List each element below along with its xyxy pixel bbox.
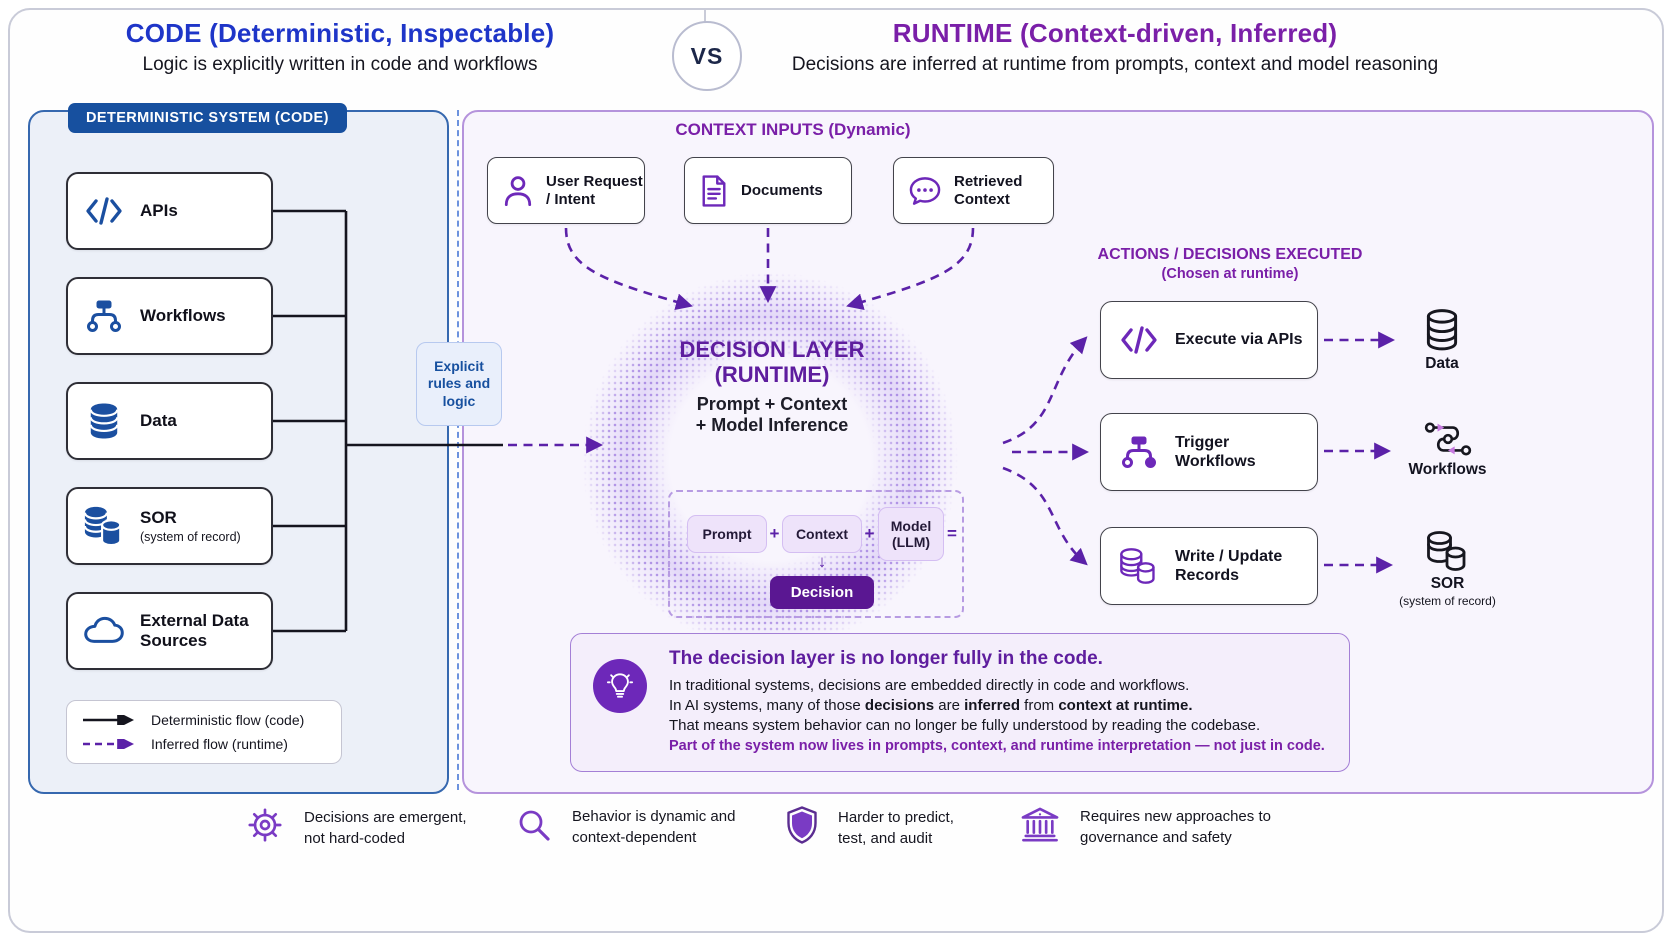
action-label: Trigger Workflows xyxy=(1175,433,1256,470)
model-llm-chip: Model (LLM) xyxy=(878,507,944,561)
code-title: CODE (Deterministic, Inspectable) xyxy=(125,18,555,48)
input-documents: Documents xyxy=(684,157,852,224)
target-label: SOR xyxy=(1430,575,1465,592)
footer-label: Harder to predict, test, and audit xyxy=(838,808,954,847)
flow-legend: Deterministic flow (code) Inferred flow … xyxy=(66,700,342,764)
target-label: Workflows xyxy=(1408,461,1487,478)
footer-label: Behavior is dynamic and context-dependen… xyxy=(572,808,736,846)
code-subtitle: Logic is explicitly written in code and … xyxy=(142,54,538,75)
document-icon xyxy=(698,174,730,208)
equals-sign: = xyxy=(947,524,957,543)
gear-icon xyxy=(246,806,284,849)
node-label: External Data Sources xyxy=(140,611,249,650)
person-icon xyxy=(501,175,535,207)
header-right: RUNTIME (Context-driven, Inferred) Decis… xyxy=(770,18,1460,76)
database-stack-icon xyxy=(1116,547,1162,585)
input-label: Retrieved Context xyxy=(954,172,1023,208)
database-stack-outline-icon xyxy=(1395,530,1500,572)
node-label: SOR xyxy=(140,508,177,528)
node-external-data-sources: External Data Sources xyxy=(66,592,273,670)
lightbulb-icon xyxy=(593,659,647,713)
action-trigger-workflows: Trigger Workflows xyxy=(1100,413,1318,491)
callout-line1: In traditional systems, decisions are em… xyxy=(669,677,1190,694)
legend-label: Deterministic flow (code) xyxy=(151,712,305,729)
node-sublabel: (system of record) xyxy=(140,529,241,544)
code-icon xyxy=(1116,325,1162,355)
deterministic-system-badge: DETERMINISTIC SYSTEM (CODE) xyxy=(68,103,347,133)
action-write-update-records: Write / Update Records xyxy=(1100,527,1318,605)
header-left: CODE (Deterministic, Inspectable) Logic … xyxy=(120,18,560,76)
vs-stem xyxy=(704,10,706,22)
chat-bubble-icon xyxy=(907,176,943,206)
solid-arrow-icon xyxy=(83,715,135,726)
callout-line2: In AI systems, many of those decisions a… xyxy=(669,697,1193,714)
node-label: APIs xyxy=(140,201,178,221)
code-icon xyxy=(81,196,127,226)
target-sor: SOR (system of record) xyxy=(1395,530,1500,608)
footer-label: Decisions are emergent, not hard-coded xyxy=(304,808,467,847)
actions-title-block: ACTIONS / DECISIONS EXECUTED (Chosen at … xyxy=(1075,246,1385,282)
down-arrow-icon: ↓ xyxy=(817,552,827,571)
input-retrieved-context: Retrieved Context xyxy=(893,157,1054,224)
target-label: Data xyxy=(1425,355,1459,372)
legend-label: Inferred flow (runtime) xyxy=(151,735,288,752)
flow-icon xyxy=(1395,420,1500,458)
context-inputs-title: CONTEXT INPUTS (Dynamic) xyxy=(675,120,911,139)
decision-equation-box: Prompt + Context + Model (LLM) = ↓ Decis… xyxy=(668,490,964,618)
node-sor: SOR (system of record) xyxy=(66,487,273,565)
input-user-request: User Request / Intent xyxy=(487,157,645,224)
target-workflows: Workflows xyxy=(1395,420,1500,479)
action-execute-apis: Execute via APIs xyxy=(1100,301,1318,379)
database-outline-icon xyxy=(1400,308,1484,352)
node-data: Data xyxy=(66,382,273,460)
explicit-rules-box: Explicit rules and logic xyxy=(416,342,502,426)
plus-sign: + xyxy=(864,524,875,543)
input-label: User Request / Intent xyxy=(546,172,643,208)
node-workflows: Workflows xyxy=(66,277,273,355)
runtime-title: RUNTIME (Context-driven, Inferred) xyxy=(892,18,1338,48)
decision-chip: Decision xyxy=(770,576,874,609)
plus-sign: + xyxy=(769,524,780,543)
workflow-icon xyxy=(1116,435,1162,469)
node-apis: APIs xyxy=(66,172,273,250)
node-label: Workflows xyxy=(140,306,226,326)
footer-item-audit: Harder to predict, test, and audit xyxy=(786,806,974,849)
callout-body: In traditional systems, decisions are em… xyxy=(669,676,1337,736)
legend-deterministic: Deterministic flow (code) xyxy=(81,712,327,728)
vs-label: VS xyxy=(690,42,724,69)
callout-title: The decision layer is no longer fully in… xyxy=(669,648,1103,669)
dashed-arrow-icon xyxy=(83,738,135,749)
database-stack-icon xyxy=(81,505,127,547)
footer-item-dynamic: Behavior is dynamic and context-dependen… xyxy=(516,806,750,848)
callout-highlight: Part of the system now lives in prompts,… xyxy=(669,738,1325,754)
action-label: Execute via APIs xyxy=(1175,331,1303,349)
cloud-icon xyxy=(81,616,127,646)
insight-callout: The decision layer is no longer fully in… xyxy=(570,633,1350,772)
bank-icon xyxy=(1020,807,1060,848)
footer-item-governance: Requires new approaches to governance an… xyxy=(1020,806,1282,848)
shield-icon xyxy=(786,806,818,849)
search-icon xyxy=(516,807,552,848)
database-icon xyxy=(81,402,127,440)
input-label: Documents xyxy=(741,181,823,199)
prompt-chip: Prompt xyxy=(687,515,767,553)
runtime-subtitle: Decisions are inferred at runtime from p… xyxy=(791,54,1439,75)
legend-inferred: Inferred flow (runtime) xyxy=(81,736,327,752)
node-label: Data xyxy=(140,411,177,431)
footer-item-emergent: Decisions are emergent, not hard-coded xyxy=(246,806,476,849)
decision-layer-subtitle: Prompt + Context + Model Inference xyxy=(695,394,849,435)
actions-subtitle: (Chosen at runtime) xyxy=(1161,266,1299,282)
workflow-icon xyxy=(81,299,127,333)
actions-title: ACTIONS / DECISIONS EXECUTED xyxy=(1097,246,1363,263)
context-chip: Context xyxy=(782,515,862,553)
vs-badge: VS xyxy=(672,21,742,91)
target-sublabel: (system of record) xyxy=(1399,594,1496,608)
decision-layer-title: DECISION LAYER (RUNTIME) xyxy=(679,337,865,387)
code-runtime-divider xyxy=(457,110,459,790)
target-data: Data xyxy=(1400,308,1484,373)
footer-label: Requires new approaches to governance an… xyxy=(1080,808,1271,846)
action-label: Write / Update Records xyxy=(1175,547,1283,584)
callout-line3: That means system behavior can no longer… xyxy=(669,717,1261,734)
